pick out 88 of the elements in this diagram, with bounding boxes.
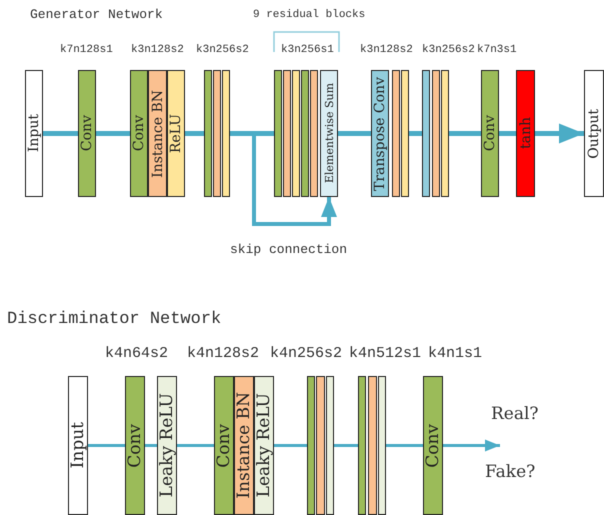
layer-bar (316, 376, 325, 515)
layer-bar (368, 376, 377, 515)
connector-line (177, 444, 214, 447)
connector-line (145, 444, 157, 447)
layer-label: Input (26, 114, 42, 153)
connector-line (499, 131, 516, 136)
section-title: Discriminator Network (7, 310, 222, 329)
connector-line (386, 444, 423, 447)
layer-spec-label: k3n256s2 (196, 44, 249, 56)
layer-bar (301, 70, 309, 197)
arrow (230, 132, 337, 226)
layer-spec-label: k3n128s2 (131, 44, 184, 56)
layer-bar (584, 70, 604, 197)
layer-bar (392, 70, 400, 197)
layer-spec-label: k4n512s1 (349, 345, 422, 362)
layer-bar (125, 376, 145, 515)
layer-bar (516, 70, 535, 197)
layer-spec-label: k4n64s2 (105, 345, 168, 362)
layer-bar (213, 70, 221, 197)
connector-line (449, 131, 481, 136)
arrow (535, 124, 584, 144)
layer-label: Conv (482, 115, 498, 152)
bracket-label: 9 residual blocks (253, 9, 366, 21)
layer-bar (307, 376, 315, 515)
layer-bar (371, 70, 389, 197)
layer-spec-label: k3n256s1 (281, 44, 334, 56)
layer-bar (378, 376, 386, 515)
layer-label: Output (586, 108, 602, 158)
layer-spec-label: k4n256s2 (270, 345, 342, 362)
layer-bar (148, 70, 167, 197)
layer-label: Conv (131, 115, 147, 152)
output-label: Fake? (485, 462, 536, 482)
layer-bar (422, 70, 430, 197)
layer-bar (326, 376, 334, 515)
layer-label: Transpose Conv (372, 76, 388, 190)
layer-bar (68, 376, 88, 515)
layer-label: Input (68, 422, 88, 469)
layer-spec-label: k4n1s1 (428, 345, 482, 362)
layer-label: tanh (518, 117, 534, 150)
connector-line (338, 131, 371, 136)
layer-label: Conv (423, 424, 443, 468)
layer-bar (441, 70, 449, 197)
layer-bar (157, 376, 177, 515)
layer-spec-label: k3n256s2 (422, 44, 475, 56)
layer-label: Elementwise Sum (322, 83, 336, 184)
layer-label: Instance BN (150, 90, 166, 178)
connector-line (43, 131, 78, 136)
layer-bar (254, 376, 274, 515)
layer-bar (274, 70, 282, 197)
connector-line (88, 444, 125, 447)
layer-bar (204, 70, 212, 197)
layer-bar (25, 70, 43, 197)
layer-spec-label: k4n128s2 (187, 345, 260, 362)
layer-bar (130, 70, 148, 197)
output-label: Real? (491, 404, 539, 424)
connector-line (274, 444, 307, 447)
layer-spec-label: k7n3s1 (477, 44, 517, 56)
layer-label: ReLU (168, 114, 184, 154)
layer-bar (214, 376, 234, 515)
edge-label: skip connection (230, 242, 348, 257)
layer-bar (432, 70, 440, 197)
layer-bar (423, 376, 443, 515)
connector-line (409, 131, 422, 136)
layer-spec-label: k7n128s1 (60, 44, 113, 56)
layer-label: Conv (125, 424, 145, 468)
layer-label: Leaky ReLU (157, 393, 177, 498)
connector-line (334, 444, 358, 447)
section-title: Generator Network (30, 7, 163, 22)
connector-line (230, 131, 274, 136)
layer-label: Conv (214, 424, 234, 468)
layer-bar (283, 70, 291, 197)
layer-label: Conv (79, 115, 95, 152)
layer-bar (167, 70, 185, 197)
layer-bar (320, 70, 338, 197)
layer-bar (234, 376, 254, 515)
connector-line (185, 131, 204, 136)
layer-bar (222, 70, 230, 197)
layer-spec-label: k3n128s2 (360, 44, 413, 56)
connector-line (96, 131, 130, 136)
layer-label: Leaky ReLU (254, 393, 274, 498)
layer-bar (310, 70, 318, 197)
arrow (443, 440, 500, 452)
layer-bar (78, 70, 96, 197)
layer-label: Instance BN (234, 392, 254, 499)
layer-bar (481, 70, 499, 197)
layer-bar (292, 70, 300, 197)
layer-bar (358, 376, 366, 515)
layer-bar (401, 70, 409, 197)
